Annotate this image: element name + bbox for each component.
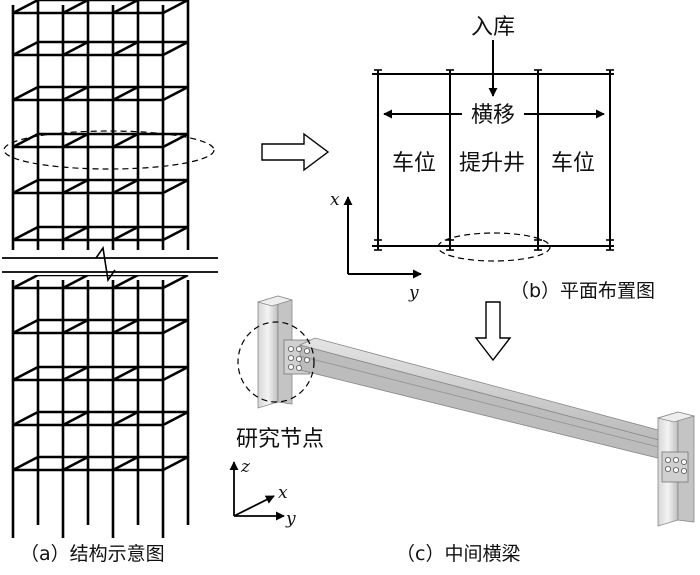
cell-lift-shaft: 提升井 xyxy=(459,151,525,176)
highlight-ellipse-floor xyxy=(3,130,215,170)
frame-floor-beam-depth xyxy=(162,318,189,335)
caption-b: （b）平面布置图 xyxy=(510,280,655,302)
cell-parking-right: 车位 xyxy=(551,151,595,176)
frame-floor-beam-depth xyxy=(12,85,39,102)
study-node-ellipse xyxy=(237,321,315,403)
frame-floor-beam-depth xyxy=(112,178,139,195)
caption-a: （a）结构示意图 xyxy=(20,543,165,565)
plan-axis-y-label: y xyxy=(408,283,419,303)
frame-floor-beam-depth xyxy=(112,318,139,335)
caption-c: （c）中间横梁 xyxy=(396,543,520,565)
frame-floor-beam-depth xyxy=(162,0,189,15)
frame-floor-beam-depth xyxy=(62,318,89,335)
frame-floor-beam-depth xyxy=(62,132,89,149)
highlight-ellipse-plan xyxy=(437,232,551,262)
frame-floor-beam-depth xyxy=(112,455,139,472)
frame-floor-beam-depth xyxy=(62,40,89,57)
frame-floor-beam-depth xyxy=(12,40,39,57)
frame-floor-beam-depth xyxy=(12,0,39,15)
frame-floor-beam-depth xyxy=(12,318,39,335)
down-hollow-arrow xyxy=(474,301,512,362)
entry-label: 入库 xyxy=(471,15,515,40)
frame-floor-beam-depth xyxy=(162,178,189,195)
beam-axis-z-label: z xyxy=(240,457,251,477)
break-mark xyxy=(2,245,218,283)
frame-floor-beam-depth xyxy=(12,273,39,290)
frame-floor-beam-depth xyxy=(162,225,189,242)
frame-floor-beam-depth xyxy=(112,273,139,290)
frame-floor-beam-depth xyxy=(62,273,89,290)
frame-floor-beam-depth xyxy=(162,455,189,472)
frame-floor-beam-depth xyxy=(112,365,139,382)
frame-floor-beam-depth xyxy=(112,40,139,57)
plan-layout xyxy=(372,69,614,251)
frame-floor-beam-depth xyxy=(12,225,39,242)
plan-axis-x-label: x xyxy=(330,190,340,210)
frame-floor-beam-depth xyxy=(12,455,39,472)
frame-floor-beam-depth xyxy=(162,273,189,290)
frame-floor-beam-depth xyxy=(162,85,189,102)
frame-floor-beam-depth xyxy=(62,85,89,102)
frame-floor-beam-depth xyxy=(162,132,189,149)
study-node-label: 研究节点 xyxy=(236,427,324,452)
frame-floor-beam-depth xyxy=(162,365,189,382)
frame-floor-beam-depth xyxy=(62,455,89,472)
frame-floor-beam-depth xyxy=(62,0,89,15)
beam-axis-x-label: x xyxy=(278,483,288,503)
beam-axis-y-label: y xyxy=(285,509,296,529)
frame-floor-beam-depth xyxy=(12,365,39,382)
frame-floor-beam-depth xyxy=(62,225,89,242)
beam-model xyxy=(256,295,696,527)
frame-diagram xyxy=(11,0,190,538)
frame-floor-beam-depth xyxy=(12,410,39,427)
cell-parking-left: 车位 xyxy=(392,151,436,176)
frame-floor-beam-depth xyxy=(112,410,139,427)
frame-floor-beam-depth xyxy=(12,178,39,195)
frame-floor-beam-depth xyxy=(62,410,89,427)
frame-floor-beam-depth xyxy=(112,225,139,242)
right-hollow-arrow xyxy=(261,132,330,172)
beam-axis-x-arrow xyxy=(233,495,275,517)
frame-floor-beam-depth xyxy=(112,85,139,102)
frame-floor-beam-depth xyxy=(112,0,139,15)
frame-floor-beam-depth xyxy=(62,178,89,195)
frame-floor-beam-depth xyxy=(112,132,139,149)
frame-floor-beam-depth xyxy=(162,410,189,427)
shift-label: 横移 xyxy=(471,103,515,128)
frame-floor-beam-depth xyxy=(62,365,89,382)
frame-floor-beam-depth xyxy=(162,40,189,57)
